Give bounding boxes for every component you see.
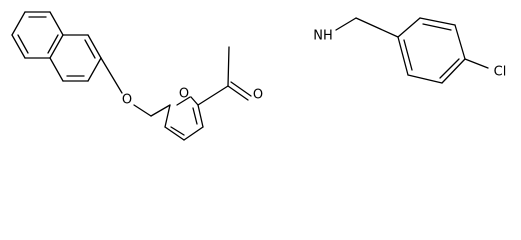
molecule-diagram: O O O NH Cl xyxy=(11,11,507,141)
furan-ring: O xyxy=(164,87,204,141)
ether-oxygen-label: O xyxy=(122,93,132,108)
amide-group: O NH xyxy=(197,29,333,106)
benzyl-linker xyxy=(335,17,399,38)
furan-oxygen-label: O xyxy=(179,87,189,102)
chlorophenyl-ring: Cl xyxy=(397,17,507,84)
naphthalene-ring-right xyxy=(49,34,102,82)
chlorine-label: Cl xyxy=(494,65,507,80)
ether-linker: O xyxy=(100,57,171,117)
amide-nh-label: NH xyxy=(313,29,333,44)
carbonyl-oxygen-label: O xyxy=(253,88,263,103)
structure-canvas: O O O NH Cl xyxy=(11,11,507,141)
naphthalene-ring-left xyxy=(11,11,64,59)
